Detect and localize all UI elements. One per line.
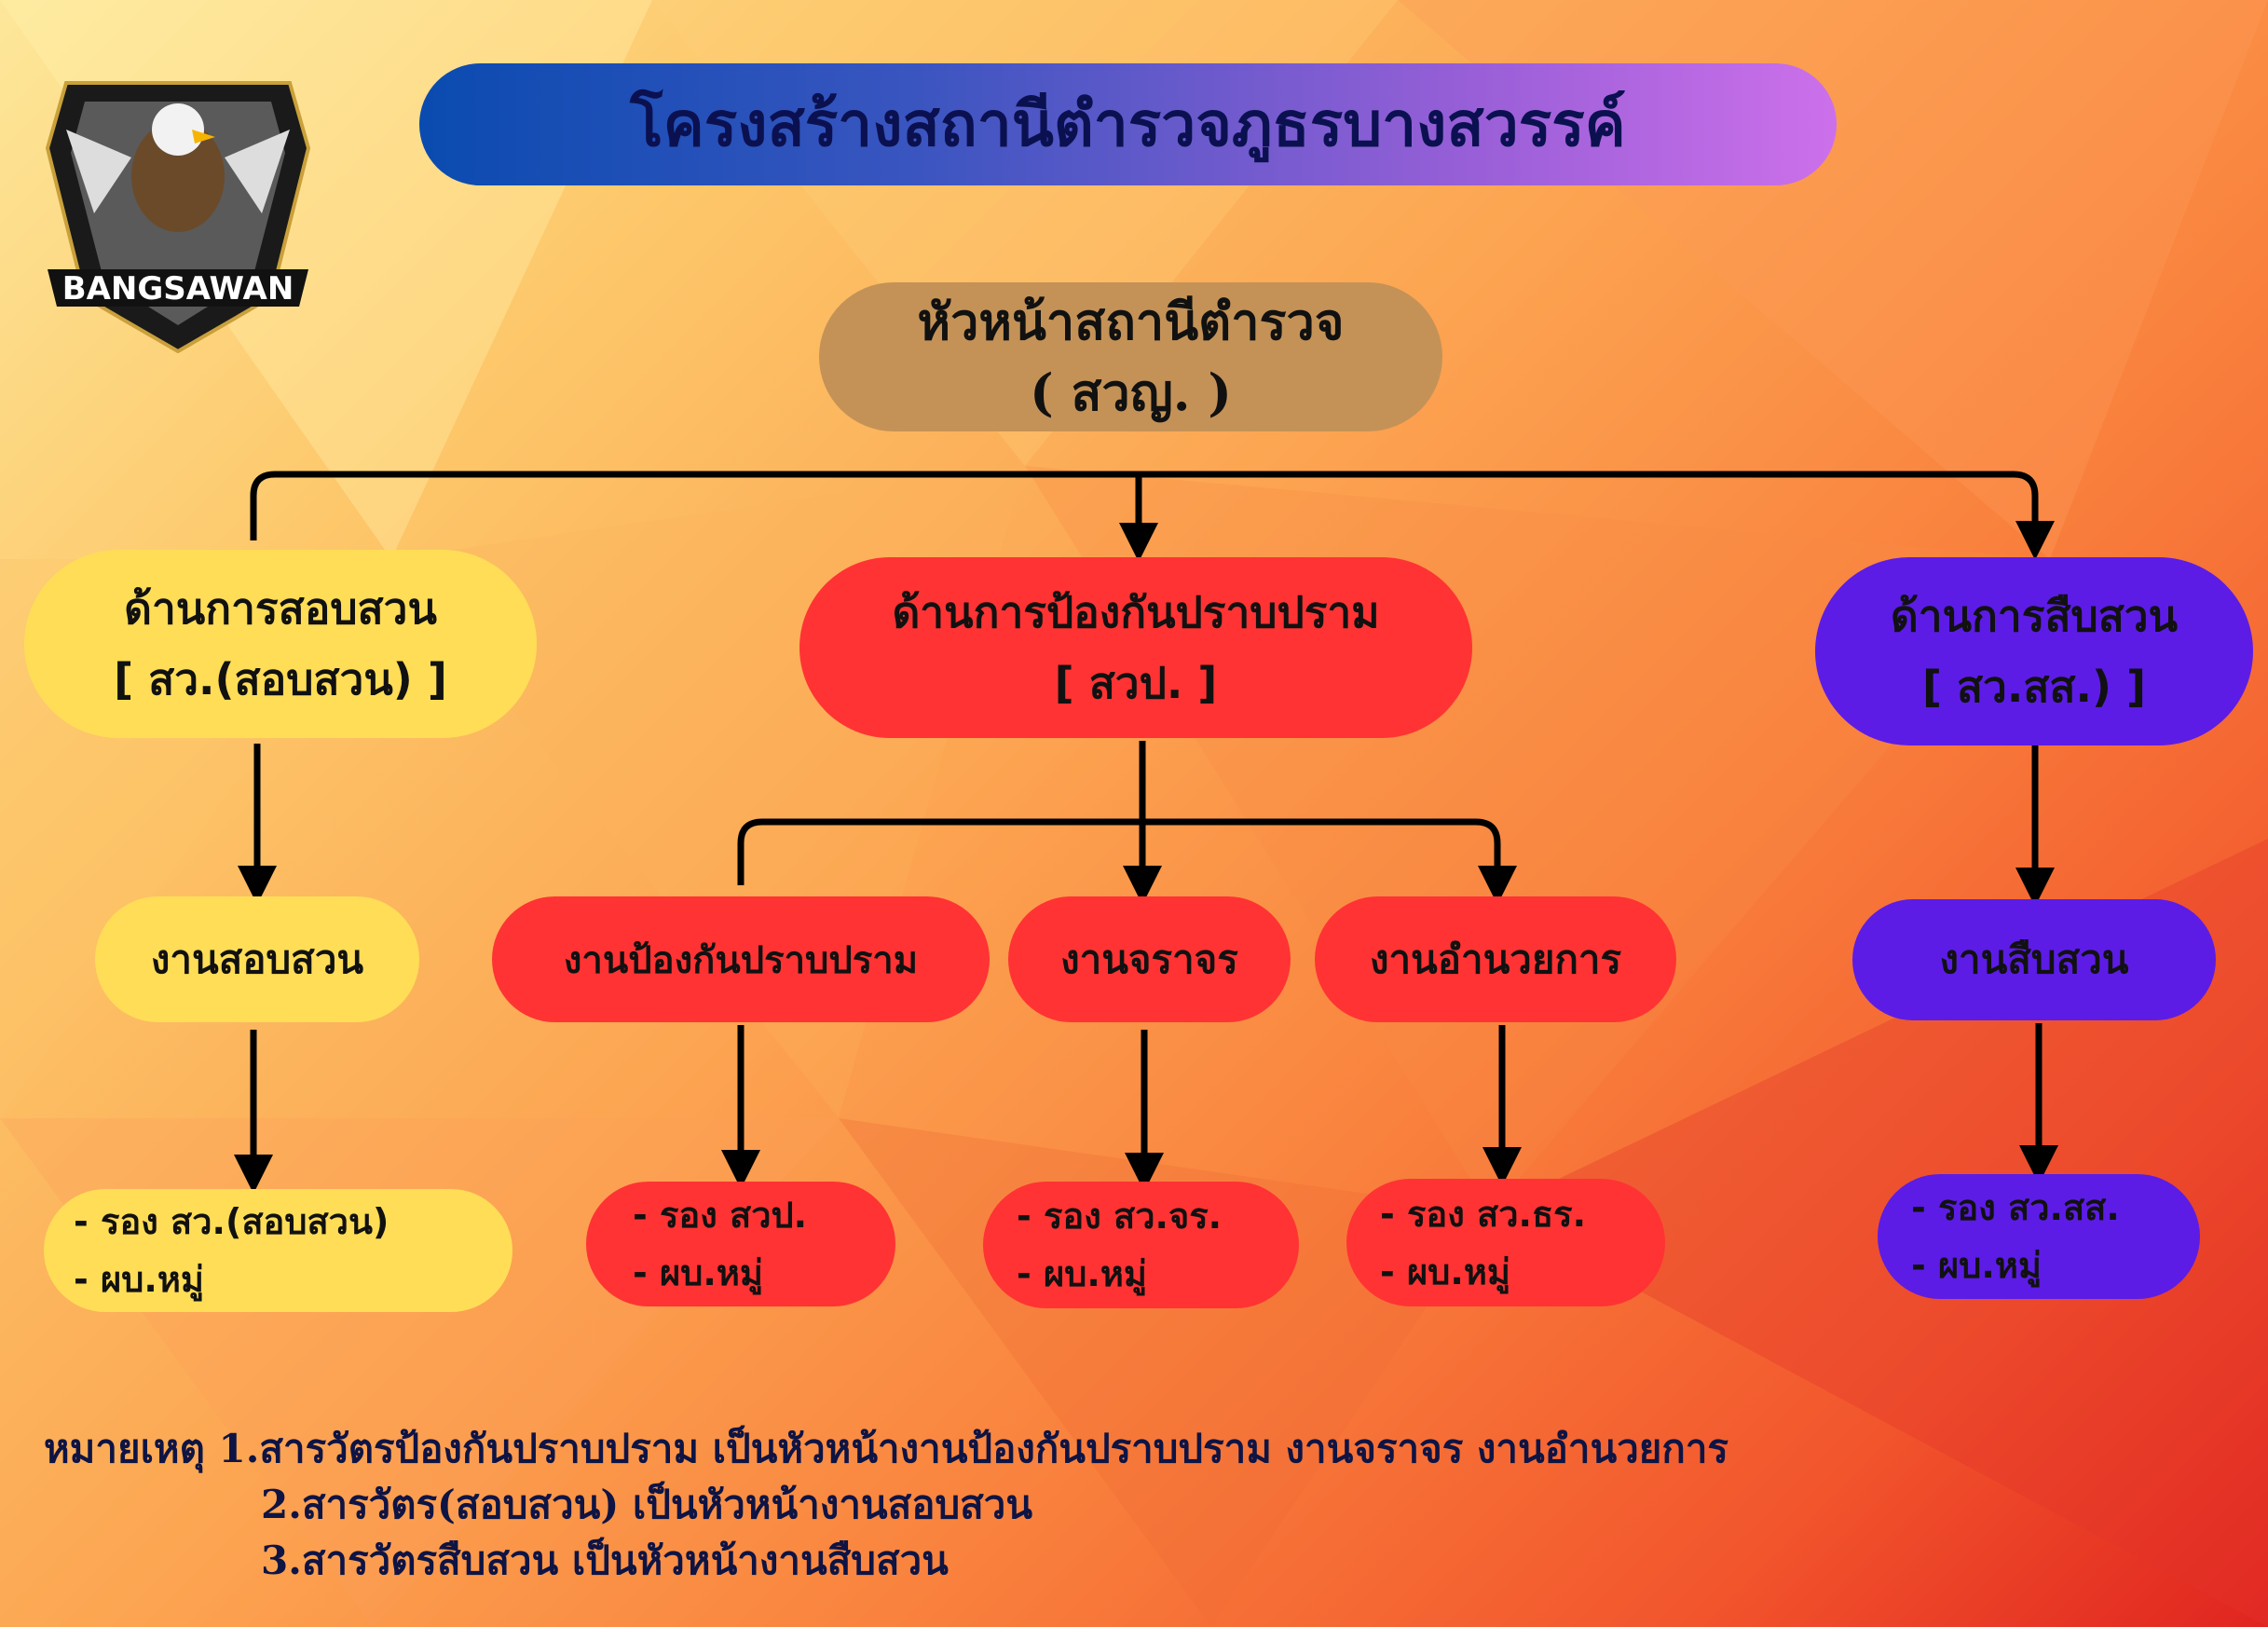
- page-title: โครงสร้างสถานีตำรวจภูธรบางสวรรค์: [419, 63, 1837, 185]
- unit-traffic: งานจราจร: [1008, 896, 1291, 1022]
- staff-crime-prevention: - รอง สวป. - ผบ.หมู่: [586, 1182, 895, 1306]
- division-abbrev: [ สวป. ]: [1054, 658, 1218, 708]
- remark-line-3: 3.สารวัตรสืบสวน เป็นหัวหน้างานสืบสวน: [261, 1538, 949, 1583]
- staff-investigation: - รอง สว.(สอบสวน) - ผบ.หมู่: [44, 1189, 512, 1312]
- staff-line: - ผบ.หมู่: [1911, 1245, 2042, 1286]
- staff-administration: - รอง สว.ธร. - ผบ.หมู่: [1346, 1179, 1665, 1306]
- staff-detective: - รอง สว.สส. - ผบ.หมู่: [1878, 1174, 2200, 1299]
- remark-line-1: หมายเหตุ 1.สารวัตรป้องกันปราบปราม เป็นหั…: [44, 1426, 1728, 1471]
- division-title: ด้านการสอบสวน: [124, 583, 437, 634]
- head-title: หัวหน้าสถานีตำรวจ: [917, 292, 1345, 351]
- remarks: หมายเหตุ 1.สารวัตรป้องกันปราบปราม เป็นหั…: [44, 1421, 1728, 1589]
- division-abbrev: [ สว.(สอบสวน) ]: [114, 654, 447, 704]
- staff-line: - รอง สว.(สอบสวน): [74, 1201, 389, 1242]
- staff-line: - รอง สวป.: [633, 1195, 808, 1236]
- remark-line-2: 2.สารวัตร(สอบสวน) เป็นหัวหน้างานสอบสวน: [261, 1482, 1033, 1527]
- staff-traffic: - รอง สว.จร. - ผบ.หมู่: [983, 1182, 1299, 1308]
- station-head-box: หัวหน้าสถานีตำรวจ ( สวญ. ): [819, 282, 1442, 431]
- logo-text: BANGSAWAN: [62, 270, 294, 308]
- staff-line: - ผบ.หมู่: [633, 1252, 763, 1293]
- division-title: ด้านการสืบสวน: [1890, 591, 2179, 641]
- division-investigation: ด้านการสอบสวน [ สว.(สอบสวน) ]: [24, 550, 537, 738]
- unit-administration: งานอำนวยการ: [1315, 896, 1676, 1022]
- staff-line: - รอง สว.สส.: [1911, 1187, 2120, 1228]
- staff-line: - ผบ.หมู่: [1017, 1253, 1147, 1294]
- staff-line: - ผบ.หมู่: [1380, 1251, 1510, 1292]
- bangsawan-police-logo: BANGSAWAN: [29, 55, 327, 354]
- staff-line: - รอง สว.จร.: [1017, 1196, 1223, 1237]
- division-detective: ด้านการสืบสวน [ สว.สส.) ]: [1815, 557, 2253, 745]
- staff-line: - รอง สว.ธร.: [1380, 1193, 1587, 1235]
- division-crime-prevention: ด้านการป้องกันปราบปราม [ สวป. ]: [799, 557, 1472, 738]
- unit-crime-prevention: งานป้องกันปราบปราม: [492, 896, 990, 1022]
- unit-investigation: งานสอบสวน: [95, 896, 419, 1022]
- division-title: ด้านการป้องกันปราบปราม: [892, 587, 1380, 637]
- unit-detective: งานสืบสวน: [1852, 899, 2216, 1020]
- division-abbrev: [ สว.สส.) ]: [1921, 662, 2147, 712]
- head-abbrev: ( สวญ. ): [1030, 362, 1232, 422]
- staff-line: - ผบ.หมู่: [74, 1259, 204, 1300]
